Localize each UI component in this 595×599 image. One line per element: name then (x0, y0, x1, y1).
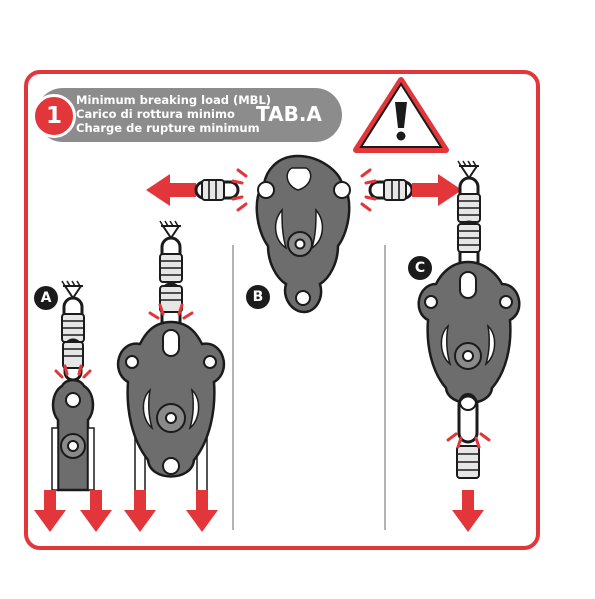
mbl-label-italian: Carico di rottura minimo (76, 107, 235, 121)
config-label-c: C (408, 256, 432, 280)
pulley-icon (52, 380, 94, 490)
step-number-badge: 1 (32, 94, 76, 138)
config-label-a: A (34, 286, 58, 310)
table-label: TAB.A (256, 102, 322, 126)
mbl-label-french: Charge de rupture minimum (76, 121, 260, 135)
config-label-b: B (246, 285, 270, 309)
mbl-label-english: Minimum breaking load (MBL) (76, 93, 271, 107)
